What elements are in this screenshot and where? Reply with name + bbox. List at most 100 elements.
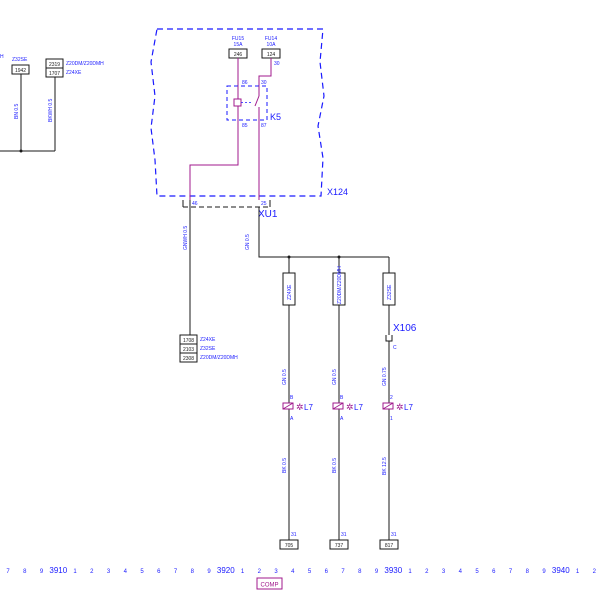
fuse-right-rating: 10A bbox=[267, 42, 277, 48]
ruler-tick: 8 bbox=[358, 569, 362, 575]
ruler-tick: 2 bbox=[90, 569, 94, 575]
top-left-circuit: H Z32SE 1942 2319 1707 Z20DM/Z20DMH Z24X… bbox=[0, 54, 104, 153]
branch3-gnd-box bbox=[379, 539, 399, 550]
ruler-tick: 4 bbox=[291, 569, 295, 575]
ruler-tick: 8 bbox=[191, 569, 195, 575]
fuse-right-name: FU14 bbox=[265, 36, 277, 42]
wire-bn-label: BN 0.5 bbox=[14, 103, 20, 119]
branch1-gnd-text: 705 bbox=[285, 543, 294, 549]
branch-network: GN 0.5 Z24XE GN 0.5 B A BK 0.5 31 705 ✲ … bbox=[245, 207, 417, 550]
ruler-tick: 8 bbox=[23, 569, 27, 575]
splice bbox=[19, 149, 23, 153]
lamp-l7-2: ✲ L7 bbox=[332, 402, 363, 412]
ruler-tick: 5 bbox=[140, 569, 144, 575]
ruler-tick: 2 bbox=[258, 569, 262, 575]
xu1-pin-left: 46 bbox=[192, 201, 198, 207]
branch3-variant: Z32SE bbox=[387, 284, 393, 300]
pin-85: 85 bbox=[242, 123, 248, 129]
lamp-l7-3: ✲ L7 bbox=[382, 402, 413, 412]
branch2-variant-box bbox=[332, 272, 346, 306]
wire-fu14-30 bbox=[258, 58, 272, 86]
fuse-left-rating: 15A bbox=[234, 42, 244, 48]
branch3-top-wire: GN 0.75 bbox=[382, 367, 388, 386]
ruler-tick: 3 bbox=[107, 569, 111, 575]
branch2-gnd-text: 737 bbox=[335, 543, 344, 549]
pin-87: 87 bbox=[261, 123, 267, 129]
ruler-tick: 6 bbox=[157, 569, 161, 575]
ruler-tick: 1 bbox=[408, 569, 412, 575]
z20-label: Z20DM/Z20DMH bbox=[66, 61, 104, 67]
lamp-l7-1-rays: ✲ bbox=[296, 402, 304, 412]
trunk-label: GN 0.5 bbox=[245, 234, 251, 250]
variant-z32se: Z32SE bbox=[200, 346, 216, 352]
pin-86: 86 bbox=[242, 80, 248, 86]
module-outline bbox=[150, 28, 325, 197]
xu1-label: XU1 bbox=[258, 209, 278, 220]
ruler-tick: 3940 bbox=[552, 566, 570, 575]
fuse-left-name: FU15 bbox=[232, 36, 244, 42]
ruler-tick: 3920 bbox=[217, 566, 235, 575]
branch1-variant: Z24XE bbox=[287, 284, 293, 300]
comp-label: COMP bbox=[261, 583, 279, 589]
branch3-gnd-text: 817 bbox=[385, 543, 394, 549]
branch2-variant: Z20DM/Z20DMH bbox=[337, 266, 343, 304]
branch1-top-wire: GN 0.5 bbox=[282, 369, 288, 385]
comp-box bbox=[256, 577, 283, 590]
connector-2319-text: 2319 bbox=[49, 62, 60, 68]
connector-2308 bbox=[179, 352, 198, 363]
ruler-tick: 3 bbox=[274, 569, 278, 575]
lamp-l7-3-diag bbox=[382, 402, 394, 410]
lamp-l7-2-label: L7 bbox=[354, 403, 363, 412]
branch2-gnd-pin: 31 bbox=[341, 532, 347, 538]
xu1-pin-right: 25 bbox=[261, 201, 267, 207]
relay-k5-coil bbox=[233, 98, 242, 107]
z24-label: Z24XE bbox=[66, 70, 82, 76]
ruler-tick: 3 bbox=[442, 569, 446, 575]
connector-2103-text: 2103 bbox=[183, 347, 194, 353]
ruler-tick: 9 bbox=[375, 569, 379, 575]
cut-label: H bbox=[0, 54, 4, 60]
branch2-pin-a: A bbox=[340, 416, 344, 422]
relay-module: X124 FU15 15A 246 FU14 10A 124 30 86 30 … bbox=[150, 28, 348, 200]
ruler-tick: 7 bbox=[341, 569, 345, 575]
lamp-l7-1-label: L7 bbox=[304, 403, 313, 412]
variant-z20: Z20DM/Z20DMH bbox=[200, 355, 238, 361]
connector-1708-text: 1708 bbox=[183, 338, 194, 344]
ruler-tick: 1 bbox=[73, 569, 77, 575]
ruler-tick: 9 bbox=[40, 569, 44, 575]
ruler-tick: 4 bbox=[459, 569, 463, 575]
x106-label: X106 bbox=[393, 323, 417, 334]
ruler-tick: 7 bbox=[174, 569, 178, 575]
relay-contact bbox=[254, 95, 260, 107]
lamp-l7-2-rays: ✲ bbox=[346, 402, 354, 412]
ruler-tick: 1 bbox=[241, 569, 245, 575]
fuse-right-box-text: 124 bbox=[267, 52, 276, 58]
wire-85-out bbox=[189, 120, 239, 200]
wire-bkwh-label: BKWH 0.5 bbox=[48, 98, 54, 122]
branch1-bot-wire: BK 0.5 bbox=[282, 458, 288, 473]
branch3-pin-b: 2 bbox=[390, 395, 393, 401]
branch1-variant-box bbox=[282, 272, 296, 306]
branch1-gnd-box bbox=[279, 539, 299, 550]
branch3-gnd-pin: 31 bbox=[391, 532, 397, 538]
z32se-label: Z32SE bbox=[12, 57, 28, 63]
lamp-l7-3-rays: ✲ bbox=[396, 402, 404, 412]
wire-gnwh-label: GNWH 0.5 bbox=[183, 226, 189, 250]
ruler-tick: 2 bbox=[593, 569, 597, 575]
ruler-tick: 6 bbox=[325, 569, 329, 575]
lamp-l7-1: ✲ L7 bbox=[282, 402, 313, 412]
ruler-tick: 1 bbox=[576, 569, 580, 575]
connector-1942-text: 1942 bbox=[15, 68, 26, 74]
branch2-bot-wire: BK 0.5 bbox=[332, 458, 338, 473]
ruler-tick: 3930 bbox=[384, 566, 402, 575]
ruler-tick: 6 bbox=[492, 569, 496, 575]
ruler-tick: 4 bbox=[124, 569, 128, 575]
ruler-tick: 7 bbox=[509, 569, 513, 575]
branch1-pin-b: B bbox=[290, 395, 294, 401]
ruler-tick: 7 bbox=[6, 569, 10, 575]
x106-connector-symbol bbox=[385, 335, 393, 342]
connector-xu1: 46 25 XU1 bbox=[182, 200, 278, 220]
branch3-bot-wire: BK 12.5 bbox=[382, 457, 388, 475]
